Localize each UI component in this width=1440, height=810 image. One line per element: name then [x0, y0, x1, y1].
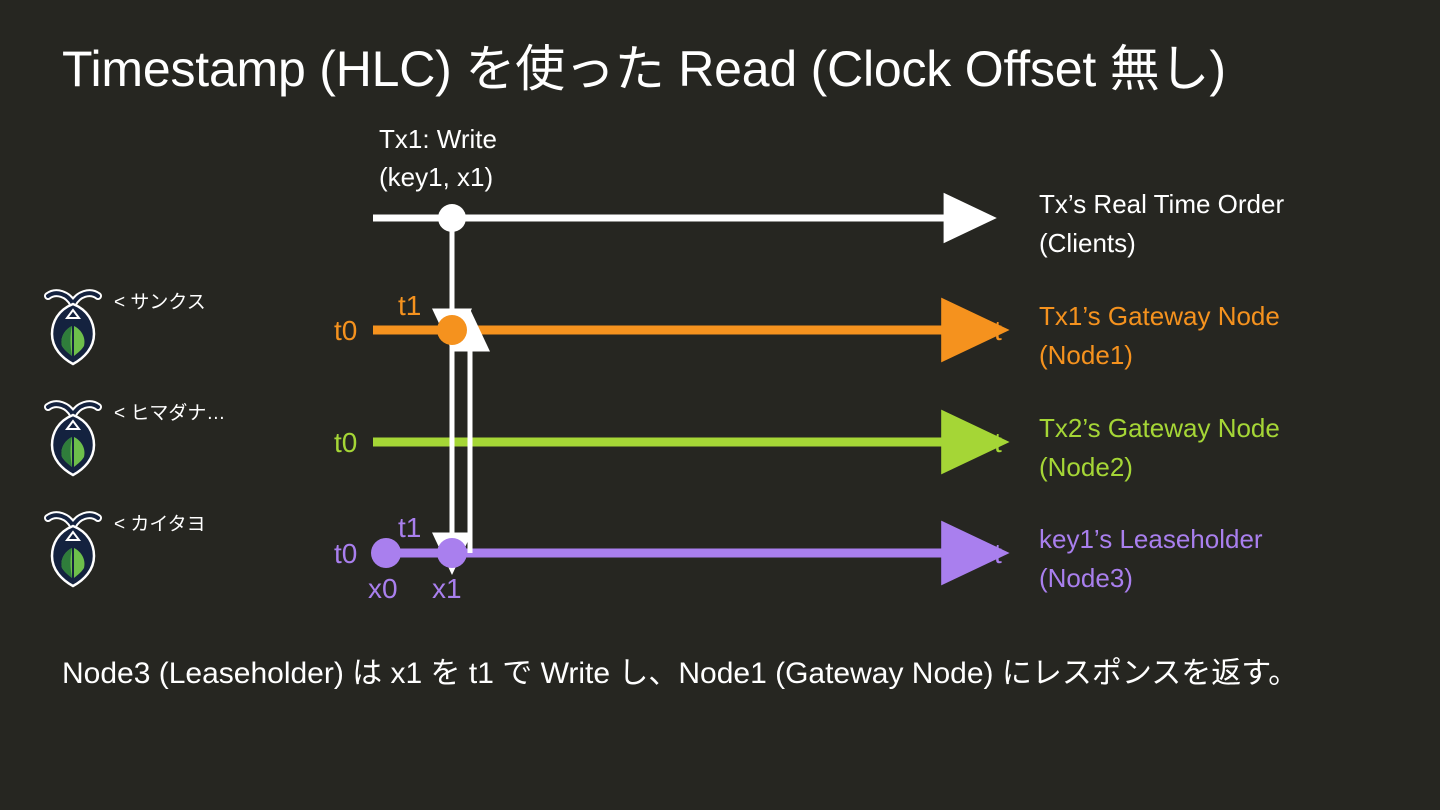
logo-caption-3: < カイタヨ	[114, 514, 206, 535]
time-label-node2-t0: t0	[334, 427, 358, 458]
cockroach-logo-icon	[38, 399, 108, 477]
event-dot-node1-t1	[437, 315, 467, 345]
lane-label-node3: key1’s Leaseholder (Node3)	[1039, 524, 1263, 593]
page-title: Timestamp (HLC) を使った Read (Clock Offset …	[62, 41, 1226, 97]
value-label-x0: x0	[368, 573, 398, 604]
axis-label-node1: t	[994, 315, 1002, 346]
lane-label-node2: Tx2’s Gateway Node (Node2)	[1039, 413, 1280, 482]
logo-caption-1: < サンクス	[114, 292, 206, 313]
cockroach-logo-icon	[38, 288, 108, 366]
logo-row-3: < カイタヨ	[38, 510, 206, 588]
annotation-tx1-write: Tx1: Write (key1, x1)	[379, 124, 497, 192]
lane-label-clients: Tx’s Real Time Order (Clients)	[1039, 189, 1285, 258]
value-label-x1: x1	[432, 573, 462, 604]
time-label-node1-t1: t1	[398, 290, 422, 321]
lane-label-node1: Tx1’s Gateway Node (Node1)	[1039, 301, 1280, 370]
slide-caption: Node3 (Leaseholder) は x1 を t1 で Write し、…	[62, 657, 1299, 690]
logo-row-2: < ヒマダナ…	[38, 399, 225, 477]
axis-label-node3: t	[994, 538, 1002, 569]
time-label-node1-t0: t0	[334, 315, 358, 346]
logo-row-1: < サンクス	[38, 288, 206, 366]
time-label-node3-t1: t1	[398, 512, 422, 543]
axis-label-node2: t	[994, 427, 1002, 458]
event-dot-client-write	[438, 204, 466, 232]
cockroach-logo-icon	[38, 510, 108, 588]
event-dot-node3-x1	[437, 538, 467, 568]
time-label-node3-t0: t0	[334, 538, 358, 569]
event-dot-node3-x0	[371, 538, 401, 568]
logo-caption-2: < ヒマダナ…	[114, 403, 226, 424]
